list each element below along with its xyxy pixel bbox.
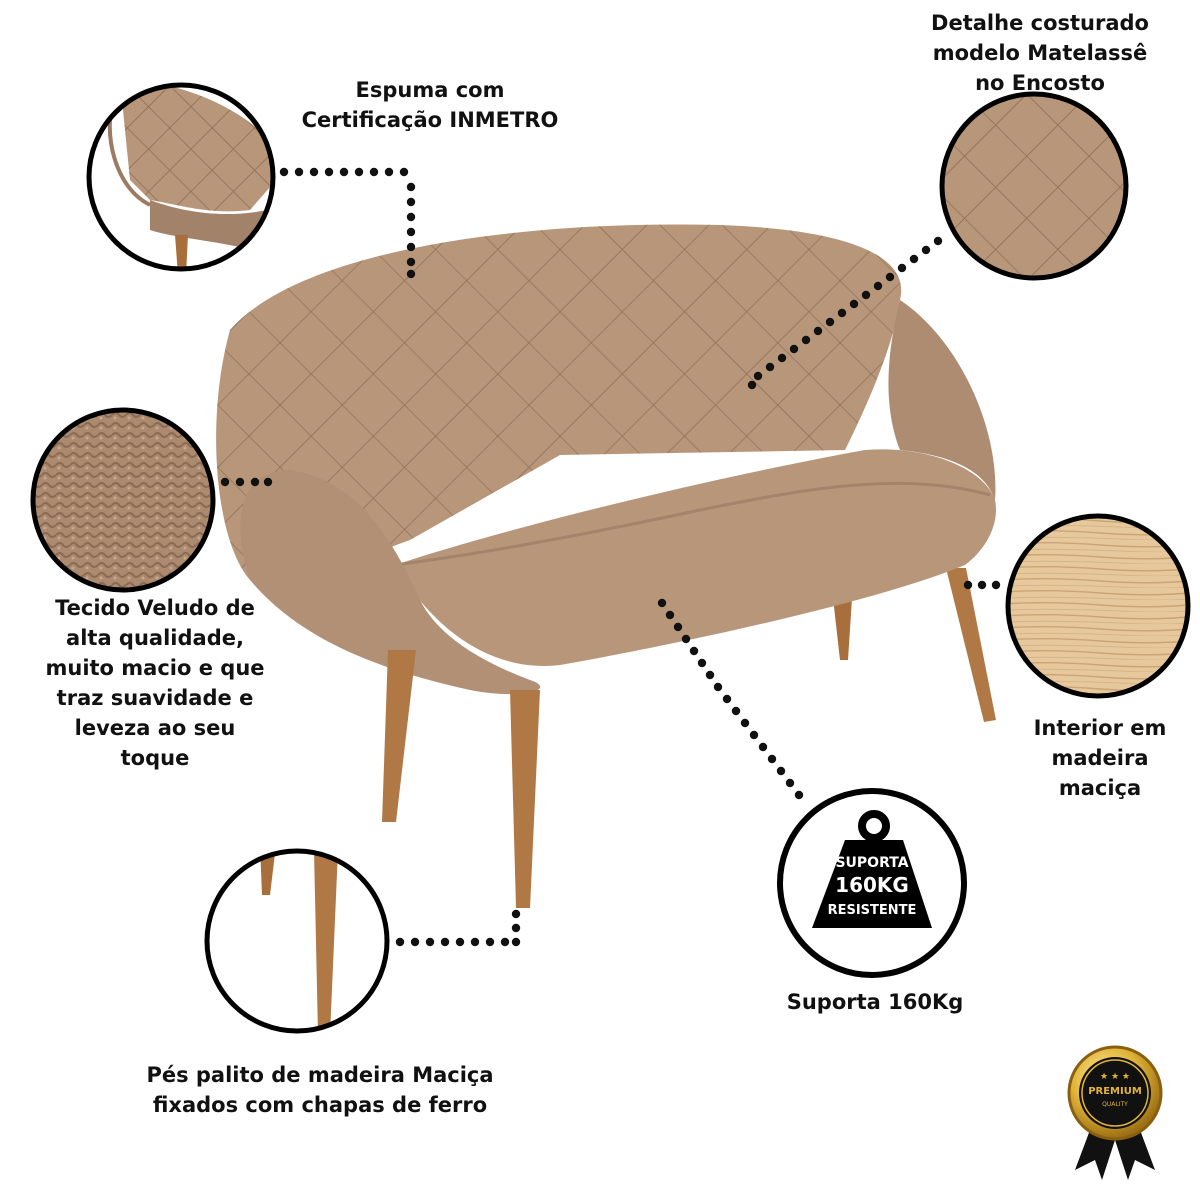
callout-tecido-line: muito macio e que	[45, 656, 265, 680]
callout-pes: Pés palito de madeira Maciça fixados com…	[110, 1060, 530, 1120]
callout-madeira: Interior em madeira maciça	[1010, 713, 1190, 803]
weight-capacity-icon: SUPORTA 160KG RESISTENTE	[777, 788, 967, 978]
leader-suporta	[657, 598, 804, 800]
leader-espuma	[279, 167, 416, 279]
weight-text-line2: 160KG	[835, 873, 909, 897]
callout-suporta: Suporta 160Kg	[760, 987, 990, 1017]
sofa-leg-back-right	[946, 568, 996, 722]
detail-circle-pes	[204, 848, 390, 1034]
callout-matelasse-line: Detalhe costurado	[931, 11, 1149, 35]
detail-circle-espuma	[86, 82, 276, 272]
callout-tecido-line: toque	[120, 746, 190, 770]
detail-circle-tecido	[30, 407, 216, 593]
weight-text-line3: RESISTENTE	[828, 903, 917, 918]
sofa-leg-back-left	[833, 598, 852, 660]
dotted-leader-lines	[220, 167, 1001, 947]
detail-circle-matelasse	[939, 91, 1129, 281]
leader-pes	[395, 909, 521, 947]
badge-text-premium: PREMIUM	[1088, 1086, 1142, 1097]
weight-text-line1: SUPORTA	[835, 855, 908, 871]
leader-matelasse	[747, 236, 943, 390]
sofa-seat	[395, 449, 996, 666]
callout-pes-line: Pés palito de madeira Maciça	[146, 1063, 494, 1087]
leader-tecido	[220, 477, 273, 487]
callout-pes-line: fixados com chapas de ferro	[152, 1093, 488, 1117]
sofa	[216, 224, 996, 908]
weight-ring-icon	[858, 810, 890, 842]
premium-quality-badge: ★ ★ ★ PREMIUM QUALITY	[1067, 1045, 1163, 1180]
detail-circle-madeira	[1005, 513, 1191, 699]
sofa-leg-front-left	[382, 650, 416, 822]
callout-madeira-line: maciça	[1058, 776, 1142, 800]
badge-text-quality: QUALITY	[1102, 1101, 1128, 1108]
callout-espuma-line: Certificação INMETRO	[301, 108, 559, 132]
sofa-armrest	[240, 470, 541, 695]
callout-suporta-line: Suporta 160Kg	[786, 990, 964, 1014]
callout-tecido-line: alta qualidade,	[66, 626, 244, 650]
callout-espuma-line: Espuma com	[355, 78, 505, 102]
callout-tecido-line: Tecido Veludo de	[55, 596, 255, 620]
callout-tecido: Tecido Veludo de alta qualidade, muito m…	[20, 593, 290, 773]
badge-stars-icon: ★ ★ ★	[1100, 1072, 1130, 1082]
callout-matelasse-line: no Encosto	[975, 71, 1105, 95]
callout-espuma: Espuma com Certificação INMETRO	[270, 75, 590, 135]
callout-matelasse-line: modelo Matelassê	[932, 41, 1148, 65]
leader-madeira	[963, 580, 1001, 590]
sofa-leg-front-right	[510, 690, 540, 908]
callout-madeira-line: Interior em	[1033, 716, 1167, 740]
callout-matelasse: Detalhe costurado modelo Matelassê no En…	[895, 8, 1185, 98]
callout-madeira-line: madeira	[1051, 746, 1149, 770]
callout-tecido-line: traz suavidade e	[56, 686, 254, 710]
callout-tecido-line: leveza ao seu	[74, 716, 236, 740]
